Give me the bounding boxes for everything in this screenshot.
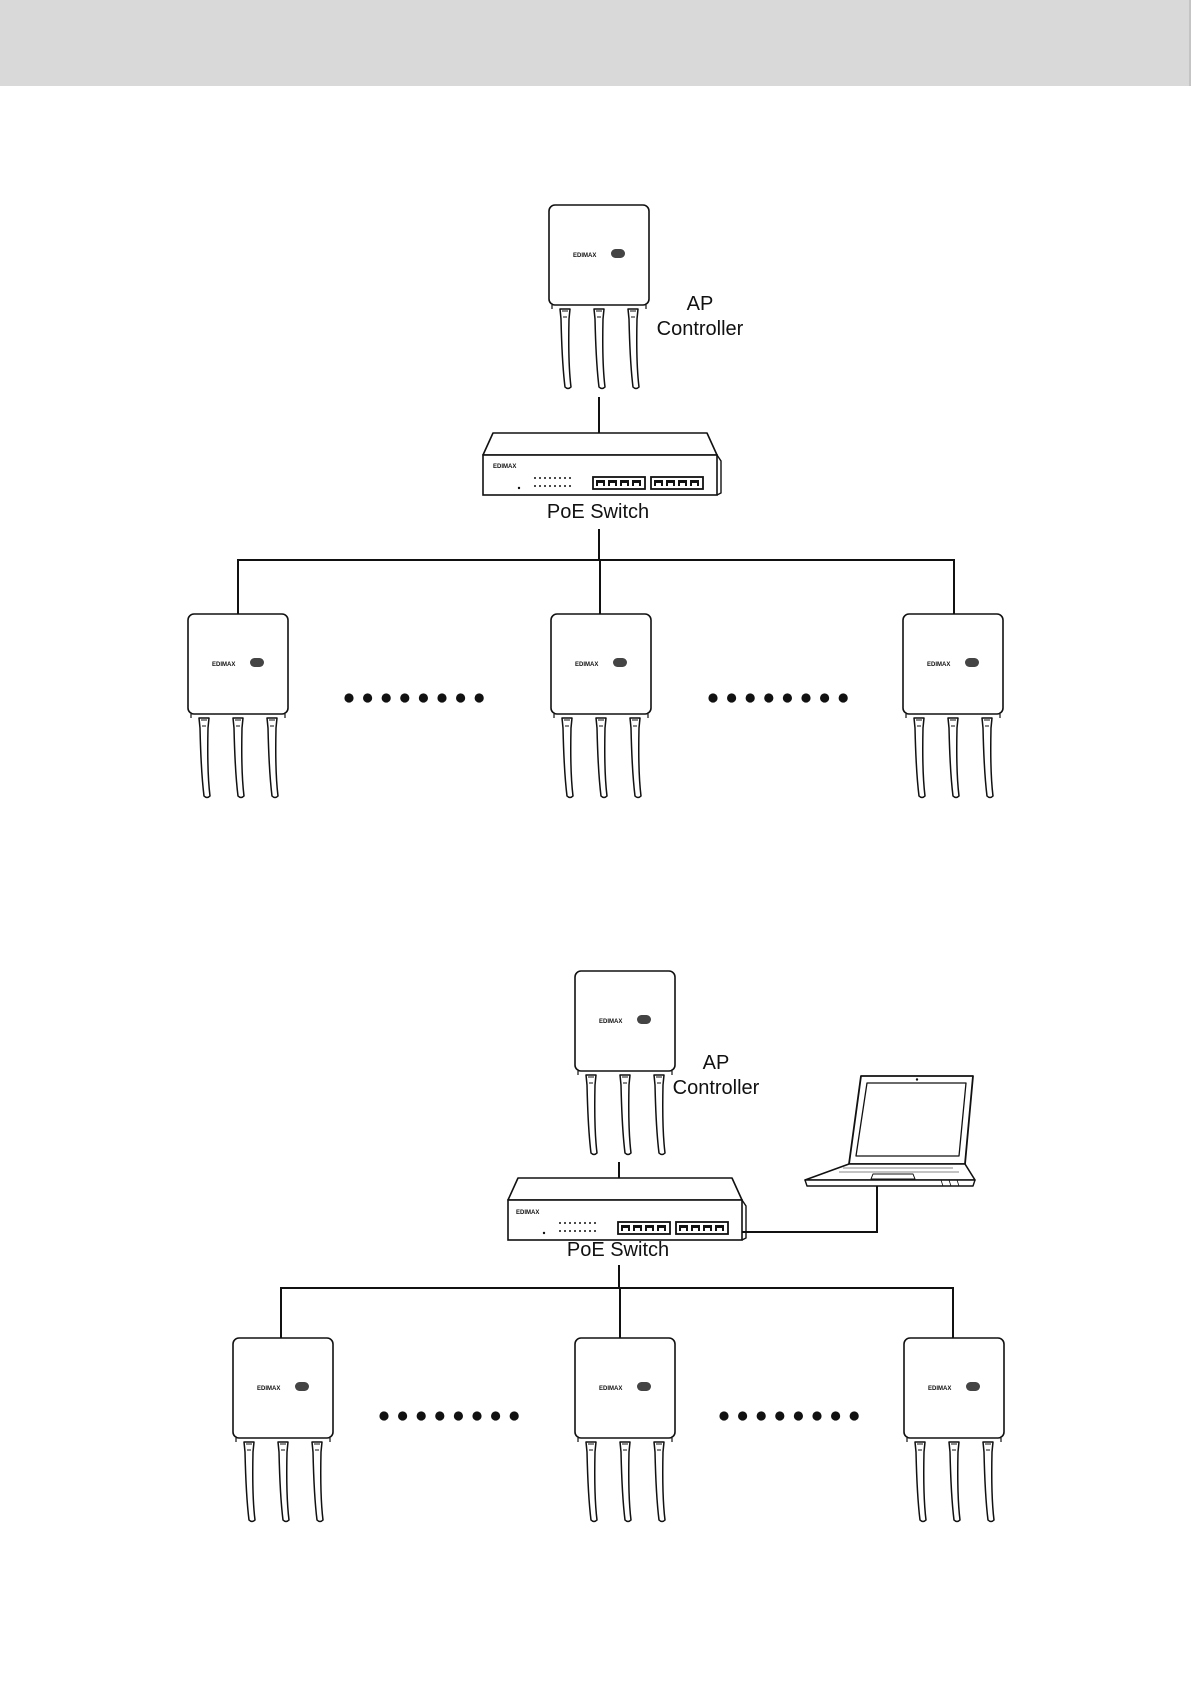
laptop-icon — [805, 1076, 975, 1186]
ap-controller-device-icon — [549, 205, 649, 389]
ap-middle-brand-mark-2: EDIMAX — [599, 1386, 622, 1392]
access-point-middle-icon-2 — [575, 1338, 675, 1522]
access-point-left-icon — [188, 614, 288, 798]
access-point-left-icon-2 — [233, 1338, 333, 1522]
poe-switch-icon — [483, 433, 721, 495]
ap-right-brand-mark: EDIMAX — [927, 662, 950, 668]
ap-left-brand-mark-2: EDIMAX — [257, 1386, 280, 1392]
ellipsis-dots-left-2 — [379, 1411, 518, 1420]
access-point-right-icon — [903, 614, 1003, 798]
diagram-ap-controller-with-laptop: AP Controller EDIMAX PoE Switch EDIMAX E… — [233, 971, 1004, 1522]
ellipsis-dots-right — [708, 693, 847, 702]
ellipsis-dots-left — [344, 693, 483, 702]
access-point-right-icon-2 — [904, 1338, 1004, 1522]
ap-controller-label-line2: Controller — [657, 318, 744, 340]
ap-left-brand-mark: EDIMAX — [212, 662, 235, 668]
poe-switch-label: PoE Switch — [547, 501, 649, 523]
ap-middle-brand-mark: EDIMAX — [575, 662, 598, 668]
ap-controller-label-line2-2: Controller — [673, 1077, 760, 1099]
ap-controller-brand-mark-2: EDIMAX — [599, 1019, 622, 1025]
ap-controller-brand-mark: EDIMAX — [573, 253, 596, 259]
ap-controller-device-icon-2 — [575, 971, 675, 1155]
ellipsis-dots-right-2 — [719, 1411, 858, 1420]
switch-brand-mark: EDIMAX — [493, 464, 516, 470]
ap-right-brand-mark-2: EDIMAX — [928, 1386, 951, 1392]
diagram-ap-controller-topology: AP Controller EDIMAX PoE Switch EDIMAX E… — [188, 205, 1003, 798]
access-point-middle-icon — [551, 614, 651, 798]
switch-brand-mark-2: EDIMAX — [516, 1210, 539, 1216]
ap-controller-label-line1-2: AP — [703, 1052, 730, 1074]
ap-controller-label-line1: AP — [687, 293, 714, 315]
poe-switch-icon-2 — [508, 1178, 746, 1240]
poe-switch-label-2: PoE Switch — [567, 1239, 669, 1261]
